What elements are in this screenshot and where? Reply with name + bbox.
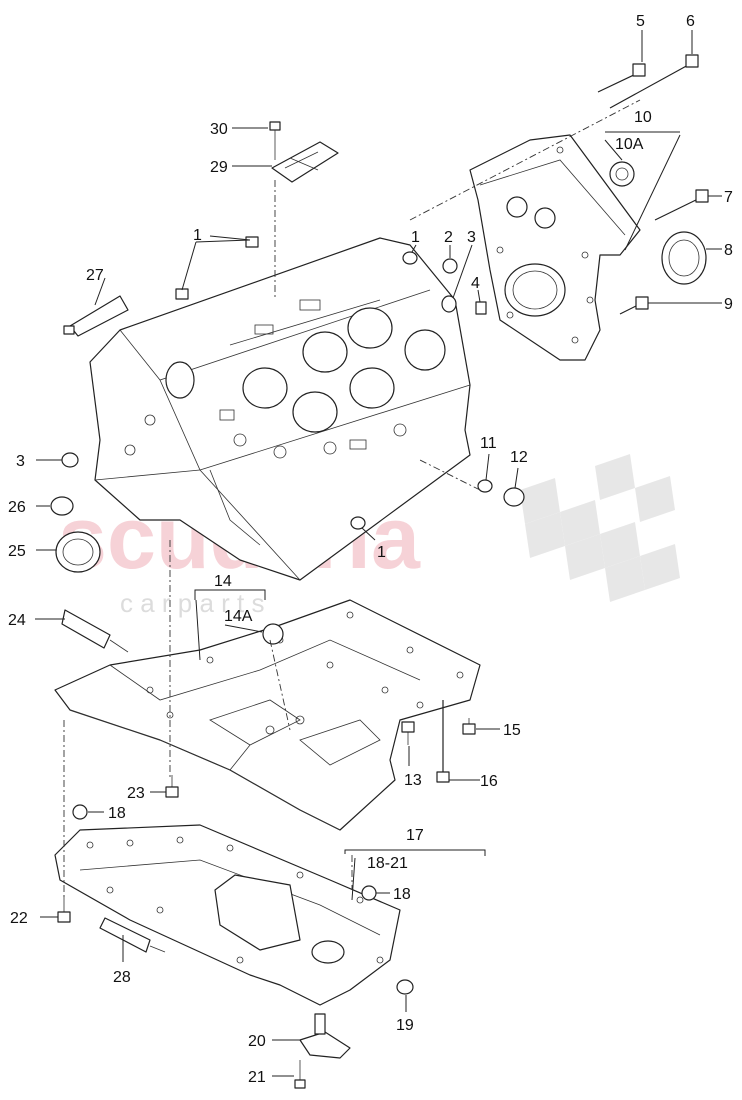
oil-seal-8-icon bbox=[661, 231, 707, 285]
callout-12: 12 bbox=[510, 449, 528, 466]
callout-3-top: 3 bbox=[467, 229, 476, 246]
seal-2-icon bbox=[442, 258, 458, 274]
callout-13: 13 bbox=[404, 772, 422, 789]
callout-23: 23 bbox=[127, 785, 145, 802]
bolt-23-icon bbox=[165, 775, 179, 798]
dowel-1a-icon bbox=[245, 236, 259, 248]
callout-27: 27 bbox=[86, 267, 104, 284]
callout-17: 17 bbox=[406, 827, 424, 844]
drain-plug-19-icon bbox=[396, 979, 414, 995]
callout-10: 10 bbox=[634, 109, 652, 126]
sealant-tube-27-icon bbox=[63, 295, 129, 337]
oil-pan-lower bbox=[54, 824, 401, 1006]
bolt-13-icon bbox=[401, 721, 415, 745]
bolt-22-icon bbox=[57, 895, 71, 923]
callout-9: 9 bbox=[724, 296, 733, 313]
engine-block bbox=[89, 237, 471, 581]
dowel-1b-icon bbox=[175, 288, 189, 300]
callout-4: 4 bbox=[471, 275, 480, 292]
callout-28: 28 bbox=[113, 969, 131, 986]
callout-labels: 30 29 1 27 1 2 3 4 5 6 10 10A 7 8 9 3 26… bbox=[8, 13, 733, 1086]
cover-plate bbox=[271, 141, 339, 183]
callout-1-bottom: 1 bbox=[377, 544, 386, 561]
callout-1-top: 1 bbox=[193, 227, 202, 244]
callout-8: 8 bbox=[724, 242, 733, 259]
seal-3b-icon bbox=[61, 452, 79, 468]
seal-10a-icon bbox=[609, 161, 635, 187]
assembly-axes bbox=[63, 99, 641, 900]
callout-11: 11 bbox=[480, 435, 497, 452]
grommet-14a-icon bbox=[262, 623, 284, 645]
cylinder-bores bbox=[165, 307, 446, 433]
watermark-subtitle: c a r p a r t s bbox=[120, 588, 265, 618]
callout-15: 15 bbox=[503, 722, 521, 739]
plug-18b-icon bbox=[361, 885, 377, 901]
bolt-16-icon bbox=[436, 700, 450, 783]
sealant-tube-24-icon bbox=[61, 609, 129, 653]
callout-30: 30 bbox=[210, 121, 228, 138]
callout-20: 20 bbox=[248, 1033, 266, 1050]
callout-16: 16 bbox=[480, 773, 498, 790]
bolt-7-icon bbox=[654, 189, 709, 221]
callout-22: 22 bbox=[10, 910, 28, 927]
callout-5: 5 bbox=[636, 13, 645, 30]
callout-29: 29 bbox=[210, 159, 228, 176]
callout-18-left: 18 bbox=[108, 805, 126, 822]
bolt-5-icon bbox=[597, 63, 646, 93]
callout-7: 7 bbox=[724, 189, 733, 206]
callout-24: 24 bbox=[8, 612, 26, 629]
bolt-9-icon bbox=[619, 296, 649, 315]
dowel-1d-icon bbox=[350, 516, 366, 530]
pin-4-icon bbox=[475, 301, 487, 315]
callout-1-mid: 1 bbox=[411, 229, 420, 246]
bolt-15-icon bbox=[462, 718, 476, 735]
callout-3-left: 3 bbox=[16, 453, 25, 470]
callout-26: 26 bbox=[8, 499, 26, 516]
sleeve-12-icon bbox=[503, 487, 525, 507]
checkered-flag-icon bbox=[520, 454, 680, 602]
screw-21-icon bbox=[294, 1060, 306, 1089]
callout-6: 6 bbox=[686, 13, 695, 30]
callout-2: 2 bbox=[444, 229, 453, 246]
oil-level-sensor-icon bbox=[299, 1013, 351, 1059]
plug-18a-icon bbox=[72, 804, 88, 820]
callout-25: 25 bbox=[8, 543, 26, 560]
sealant-tube-28-icon bbox=[99, 917, 166, 953]
callout-14a: 14A bbox=[224, 608, 253, 625]
timing-cover bbox=[469, 134, 641, 361]
seal-3-icon bbox=[441, 295, 457, 313]
callout-14: 14 bbox=[214, 573, 232, 590]
dowel-1c-icon bbox=[402, 251, 418, 265]
callout-18-right: 18 bbox=[393, 886, 411, 903]
callout-21: 21 bbox=[248, 1069, 266, 1086]
callout-18-21: 18-21 bbox=[367, 855, 408, 872]
oil-seal-25-icon bbox=[55, 531, 101, 573]
oil-pan-upper bbox=[54, 599, 481, 831]
bolt-30-icon bbox=[269, 121, 281, 160]
callout-19: 19 bbox=[396, 1017, 414, 1034]
plug-26-icon bbox=[50, 496, 74, 516]
leader-lines bbox=[35, 30, 722, 1077]
o-ring-11-icon bbox=[477, 479, 493, 493]
bolt-6-icon bbox=[609, 54, 699, 109]
callout-10a: 10A bbox=[615, 136, 644, 153]
